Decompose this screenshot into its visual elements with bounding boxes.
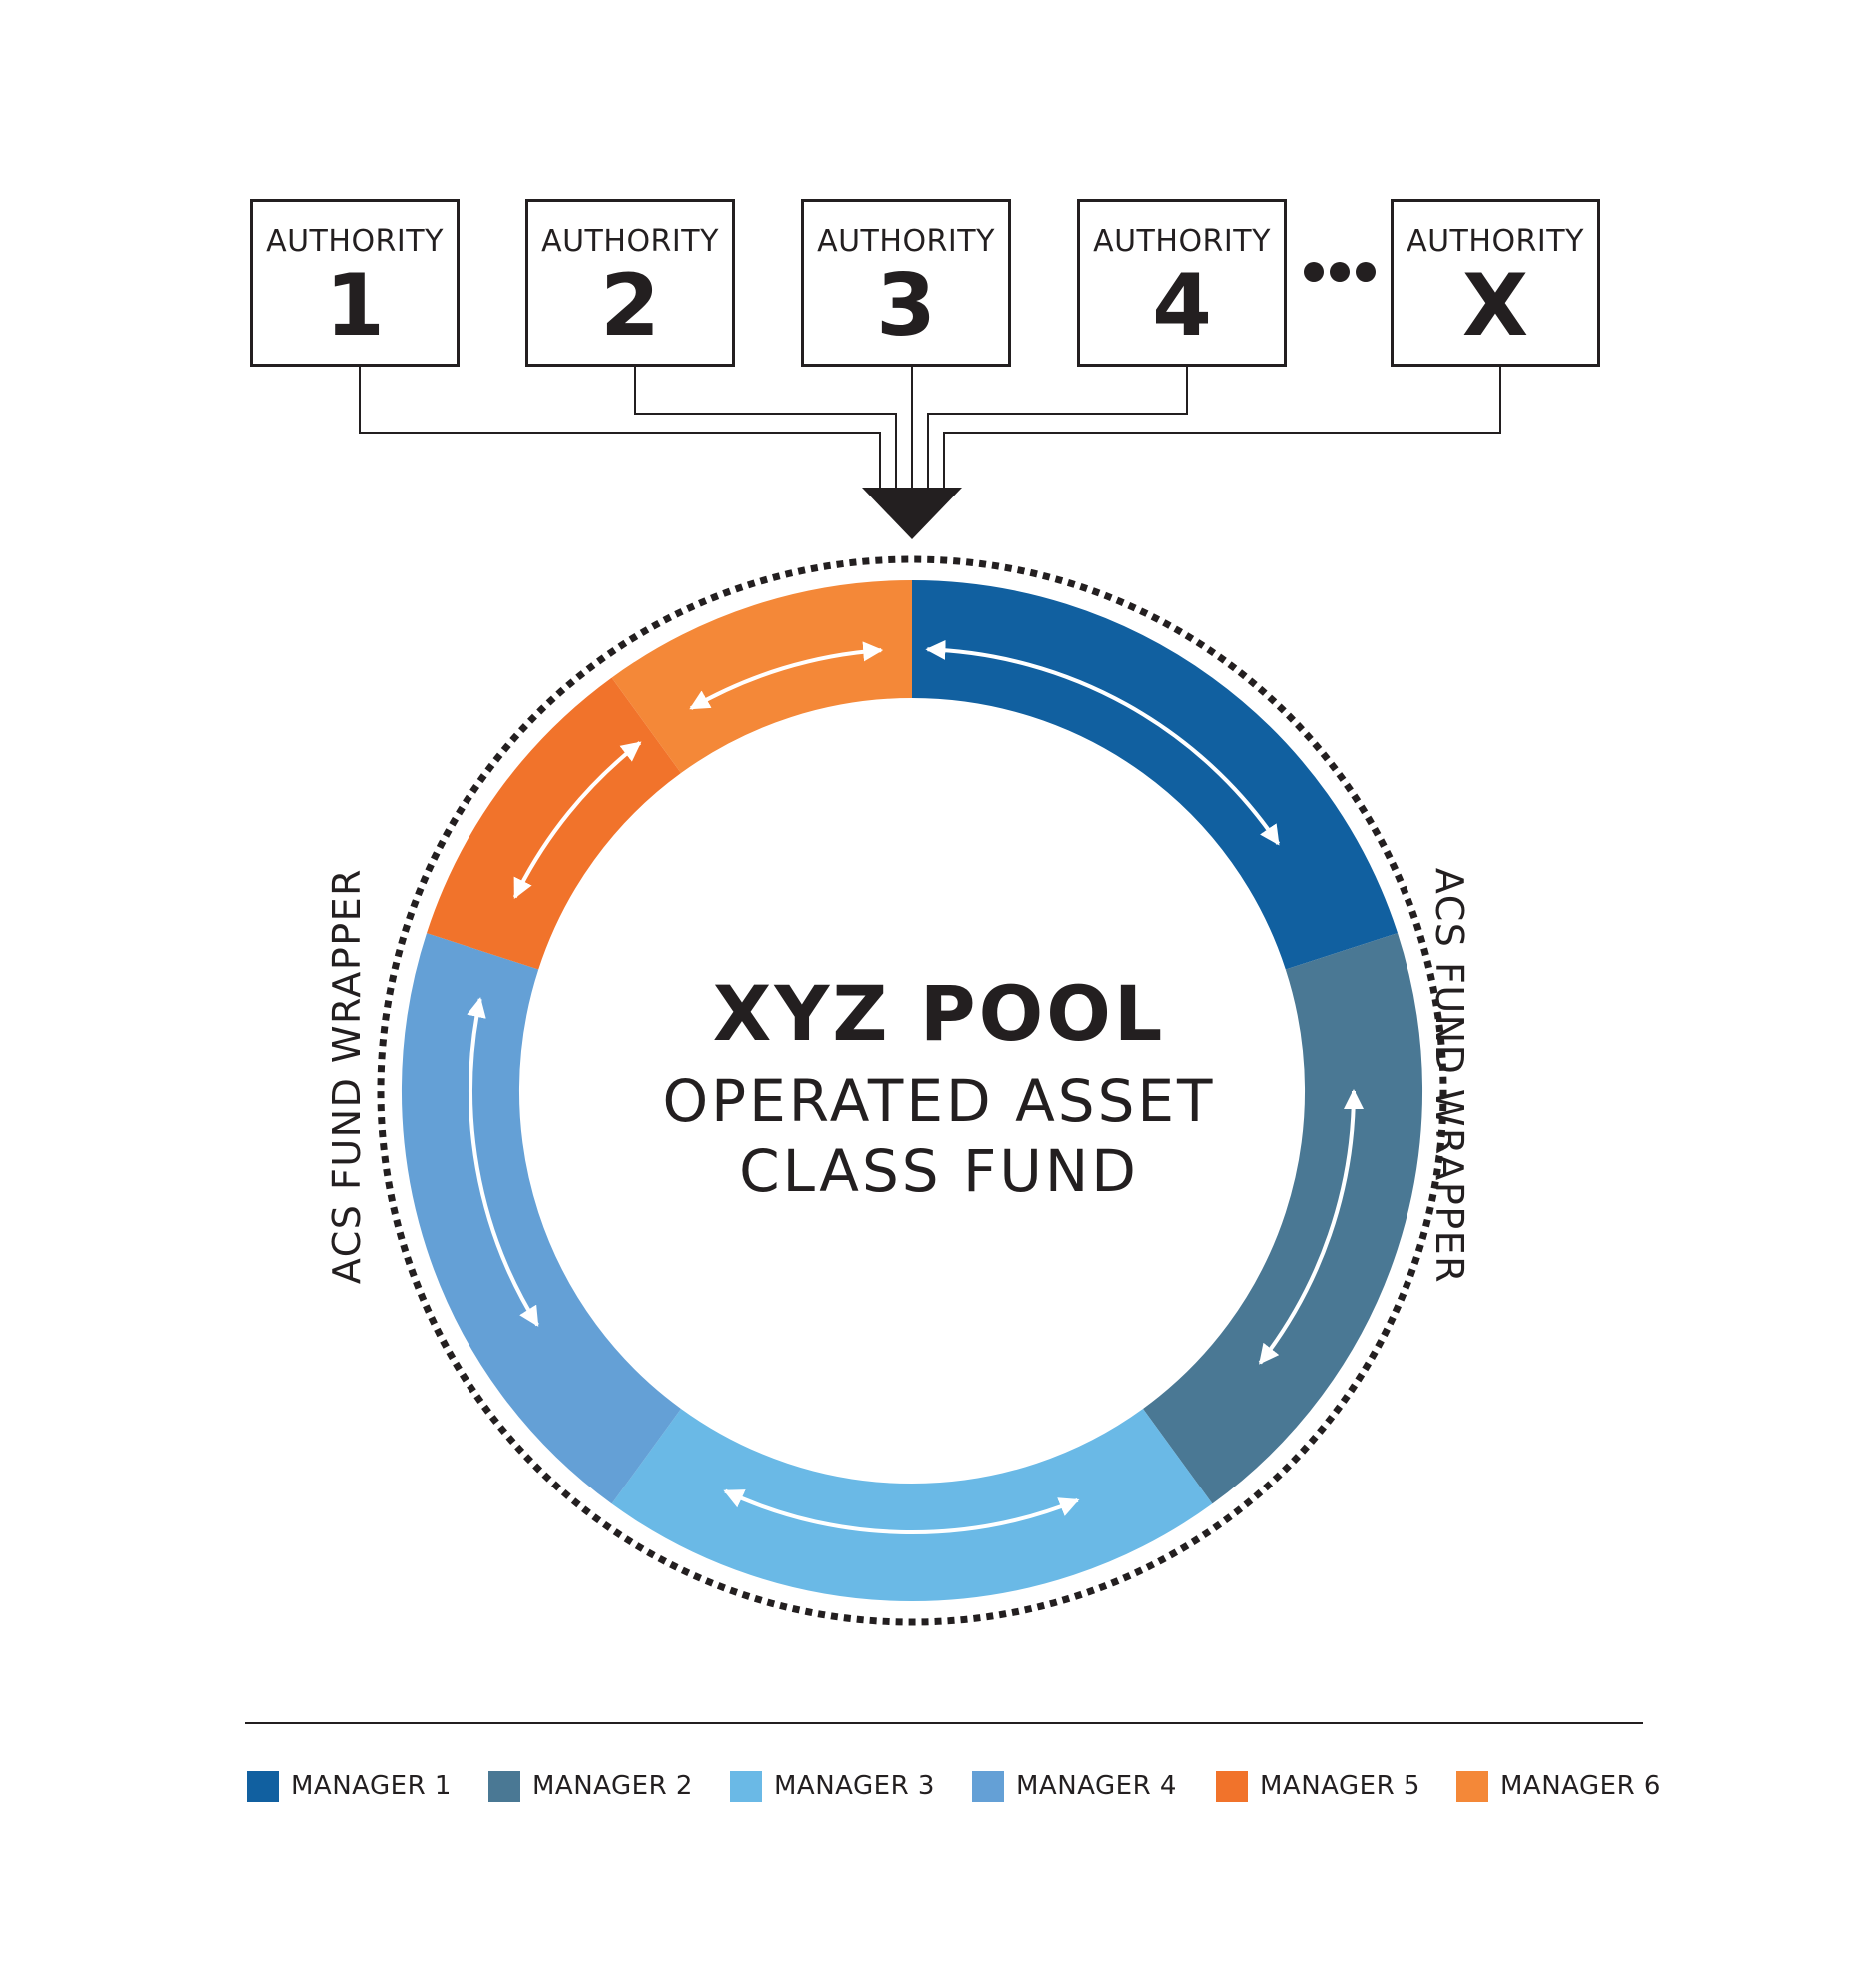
legend-label: MANAGER 6 [1500, 1771, 1661, 1801]
authority-number: 4 [1152, 256, 1212, 356]
legend-swatch [1216, 1771, 1248, 1802]
authority-number: 1 [325, 256, 385, 356]
flow-arrow-icon [467, 997, 539, 1327]
legend-divider [245, 1722, 1643, 1724]
flow-arrow-icon [689, 641, 884, 710]
pool-subtitle-line1: OPERATED ASSET [662, 1067, 1216, 1135]
legend-swatch [1456, 1771, 1488, 1802]
connector-line [634, 367, 897, 488]
connector-line [359, 367, 881, 488]
flow-arrow-icon [512, 741, 642, 899]
flow-arrow-icon [1258, 1089, 1364, 1365]
legend-label: MANAGER 5 [1260, 1771, 1420, 1801]
legend-label: MANAGER 4 [1016, 1771, 1177, 1801]
ellipsis-icon [1304, 262, 1376, 282]
authority-box-3: AUTHORITY 3 [801, 199, 1011, 367]
ring-segment-manager-3 [611, 1408, 1213, 1601]
fund-wrapper-boundary [377, 555, 1447, 1626]
down-arrow-icon [862, 488, 962, 539]
connector-line [927, 367, 1188, 488]
pool-subtitle-line2: CLASS FUND [739, 1137, 1139, 1205]
legend-label: MANAGER 2 [532, 1771, 693, 1801]
authority-connectors [359, 367, 1501, 488]
authority-label: AUTHORITY [541, 224, 719, 259]
flow-arrow-icon [925, 639, 1281, 846]
authority-label: AUTHORITY [1093, 224, 1271, 259]
authority-box-x: AUTHORITY X [1391, 199, 1600, 367]
wrapper-label-left: ACS FUND WRAPPER [325, 867, 369, 1285]
authority-label: AUTHORITY [1407, 224, 1584, 259]
authority-number: X [1461, 256, 1529, 356]
legend-swatch [247, 1771, 279, 1802]
authority-number: 3 [876, 256, 936, 356]
connector-line [943, 367, 1501, 488]
flow-arrow-icon [723, 1488, 1080, 1534]
authority-label: AUTHORITY [266, 224, 444, 259]
legend-swatch [730, 1771, 762, 1802]
flow-arrows [467, 639, 1364, 1534]
legend-swatch [972, 1771, 1004, 1802]
pool-title: XYZ POOL [712, 969, 1166, 1058]
authority-label: AUTHORITY [817, 224, 995, 259]
legend-label: MANAGER 1 [291, 1771, 452, 1801]
legend-swatch [488, 1771, 520, 1802]
authority-box-4: AUTHORITY 4 [1077, 199, 1287, 367]
legend-label: MANAGER 3 [774, 1771, 935, 1801]
authority-number: 2 [600, 256, 660, 356]
wrapper-label-right: ACS FUND WRAPPER [1427, 867, 1471, 1285]
authority-box-1: AUTHORITY 1 [250, 199, 460, 367]
authority-box-2: AUTHORITY 2 [525, 199, 735, 367]
ring-segment-manager-1 [911, 580, 1398, 971]
